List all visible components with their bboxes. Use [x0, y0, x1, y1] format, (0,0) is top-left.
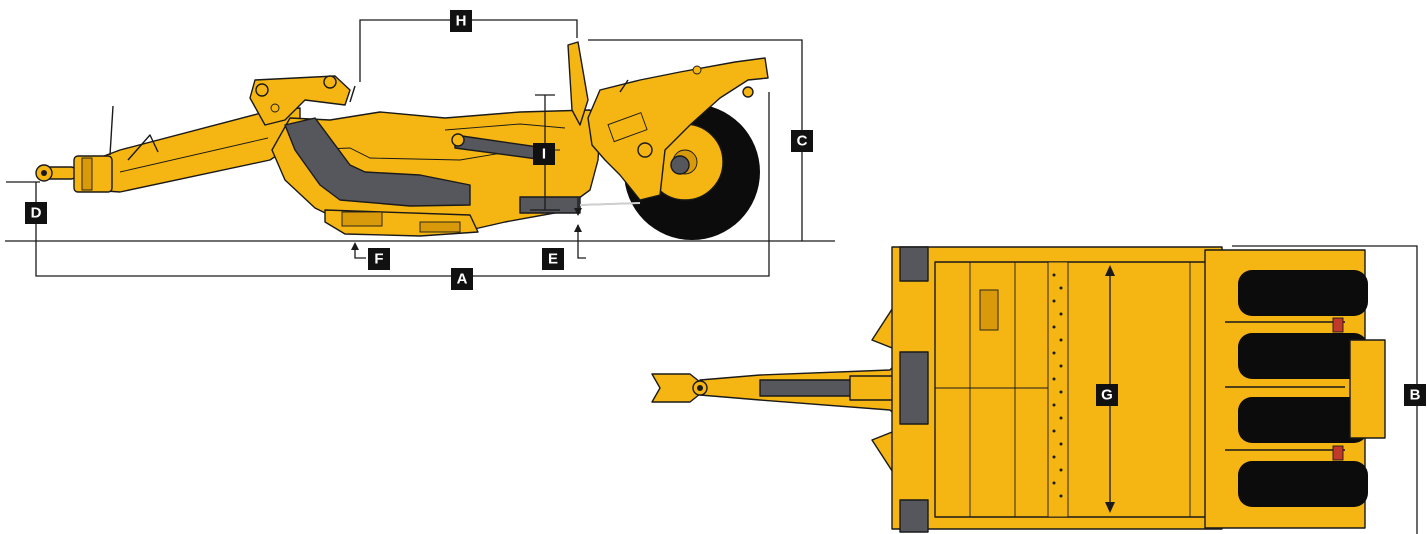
svg-text:I: I [542, 146, 546, 163]
top-view [651, 245, 1418, 534]
svg-text:F: F [374, 251, 383, 268]
side-lift-cylinder-left [284, 117, 471, 207]
side-hitch [35, 155, 113, 193]
side-gooseneck [249, 75, 351, 126]
label-B: B [1404, 384, 1426, 406]
label-F: F [368, 248, 390, 270]
label-G: G [1096, 384, 1118, 406]
label-A: A [451, 268, 473, 290]
top-rivet-strip [1052, 273, 1063, 498]
side-rear-frame [587, 57, 769, 201]
svg-text:D: D [31, 205, 42, 222]
svg-text:H: H [456, 13, 467, 30]
top-tires [1238, 270, 1368, 507]
top-hitch [651, 373, 708, 403]
side-view [5, 19, 835, 277]
label-C: C [791, 130, 813, 152]
svg-text:E: E [548, 251, 558, 268]
svg-text:A: A [457, 271, 468, 288]
svg-text:C: C [797, 133, 808, 150]
label-D: D [25, 202, 47, 224]
svg-text:G: G [1101, 387, 1113, 404]
svg-text:B: B [1410, 387, 1421, 404]
label-E: E [542, 248, 564, 270]
label-H: H [450, 10, 472, 32]
label-I: I [533, 143, 555, 165]
